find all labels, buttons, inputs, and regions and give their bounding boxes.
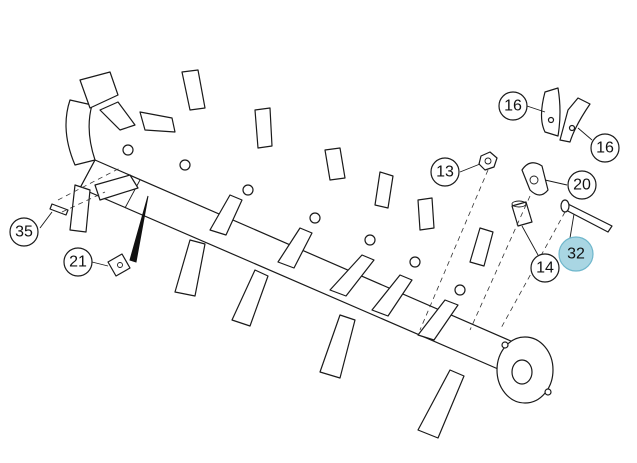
callout-13: 13	[430, 157, 460, 187]
bolt-part-35	[49, 203, 69, 216]
leader-lines	[39, 105, 593, 267]
blade-part-16	[540, 87, 591, 143]
svg-text:14: 14	[536, 260, 554, 277]
rotor-shaft	[79, 159, 521, 373]
callout-21: 21	[63, 247, 93, 277]
right-end-flange	[496, 336, 554, 404]
plate-part-21	[107, 253, 131, 277]
callout-16-top: 16	[498, 91, 528, 121]
bolt-part-32	[560, 199, 613, 233]
u-bolt-part-20	[521, 162, 549, 196]
left-end-flange	[65, 71, 119, 166]
svg-text:16: 16	[596, 140, 614, 157]
svg-text:16: 16	[504, 98, 522, 115]
svg-text:20: 20	[573, 177, 591, 194]
nut-part-13	[478, 151, 498, 171]
direction-arrow	[129, 195, 149, 263]
callout-14: 14	[530, 253, 560, 283]
svg-text:21: 21	[69, 254, 87, 271]
callout-20: 20	[567, 170, 597, 200]
callout-16-right: 16	[590, 133, 620, 163]
tine-clusters	[69, 69, 494, 439]
svg-text:32: 32	[567, 246, 585, 263]
svg-text:13: 13	[436, 164, 454, 181]
callout-32-highlighted[interactable]: 32	[558, 236, 594, 272]
svg-text:35: 35	[15, 224, 33, 241]
callout-35: 35	[9, 217, 39, 247]
